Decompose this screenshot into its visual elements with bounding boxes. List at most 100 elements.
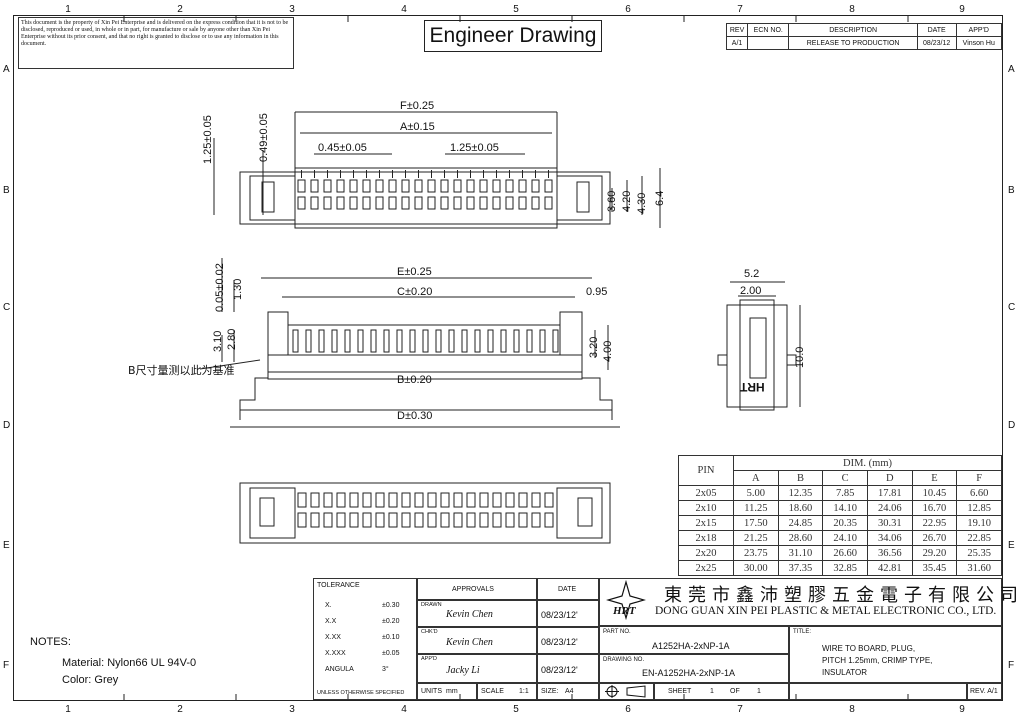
- dim-cell: 11.25: [733, 500, 779, 516]
- dimension-label: 0.49±0.05: [258, 113, 270, 162]
- pin-header: PIN: [678, 455, 734, 486]
- sheet-number: 1: [710, 688, 714, 695]
- dim-cell: 30.31: [866, 515, 913, 531]
- part-no: A1252HA-2xNP-1A: [652, 641, 730, 651]
- appd-date: 08/23/12': [541, 665, 578, 675]
- zone-label-bottom: 5: [513, 704, 519, 715]
- dimension-label: 3.60: [606, 190, 618, 212]
- drawn-signature: Kevin Chen: [446, 609, 493, 620]
- company-name-en: DONG GUAN XIN PEI PLASTIC & METAL ELECTR…: [655, 605, 997, 617]
- date-header: DATE: [558, 586, 577, 593]
- tolerance-key: X.XXX: [325, 650, 346, 657]
- tolerance-key: ANGULA: [325, 666, 354, 673]
- dim-cell: 19.10: [956, 515, 1002, 531]
- title-line: INSULATOR: [822, 668, 868, 677]
- dimension-label: 5.2: [744, 268, 760, 280]
- zone-label-bottom: 8: [849, 704, 855, 715]
- dim-cell: 6.60: [956, 485, 1002, 501]
- zone-label-right: F: [1008, 660, 1015, 671]
- dim-cell: 17.50: [733, 515, 779, 531]
- company-name-cn: 東莞市鑫沛塑膠五金電子有限公司: [664, 585, 1024, 606]
- dimension-label: 6.4: [654, 190, 666, 206]
- dimension-label: 1.30: [232, 278, 244, 300]
- zone-label-right: E: [1008, 540, 1015, 551]
- dim-cell: 20.35: [822, 515, 868, 531]
- title-line: WIRE TO BOARD, PLUG,: [822, 644, 916, 653]
- drawing-frame: [13, 15, 1003, 701]
- dim-cell: 31.60: [956, 560, 1002, 576]
- dimension-label: 2.80: [226, 328, 238, 350]
- appd-signature: Jacky Li: [446, 665, 480, 676]
- revision-cell: A/1: [725, 36, 749, 50]
- tolerance-key: X.: [325, 602, 332, 609]
- zone-label-bottom: 7: [737, 704, 743, 715]
- dimension-label: 10.0: [794, 346, 806, 368]
- dim-column-header: C: [822, 470, 868, 486]
- dim-cell: 25.35: [956, 545, 1002, 561]
- dim-header: DIM. (mm): [733, 455, 1002, 471]
- revision-cell: RELEASE TO PRODUCTION: [788, 36, 918, 50]
- drawing-title: Engineer Drawing: [424, 20, 602, 52]
- dimension-label: 0.05±0.02: [214, 263, 226, 312]
- dim-cell: 12.85: [956, 500, 1002, 516]
- chkd-date: 08/23/12': [541, 637, 578, 647]
- dimension-label: 3.10: [212, 330, 224, 352]
- dim-cell: 30.00: [733, 560, 779, 576]
- dim-cell: 34.06: [866, 530, 913, 546]
- zone-label-top: 5: [513, 4, 519, 15]
- dim-cell: 28.60: [777, 530, 824, 546]
- sheet-label: SHEET: [668, 688, 692, 695]
- pin-cell: 2x05: [678, 485, 734, 501]
- title-line: PITCH 1.25mm, CRIMP TYPE,: [822, 656, 933, 665]
- dimension-label: D±0.30: [397, 410, 433, 422]
- dim-cell: 26.60: [822, 545, 868, 561]
- zone-label-left: F: [3, 660, 10, 671]
- side-view: [717, 281, 801, 411]
- sheet-total: 1: [757, 688, 761, 695]
- notes-material: Material: Nylon66 UL 94V-0: [62, 657, 197, 669]
- drawn-label: DRAWN: [421, 602, 442, 608]
- pin-cell: 2x18: [678, 530, 734, 546]
- size-label: SIZE:: [541, 688, 559, 695]
- dim-cell: 24.06: [866, 500, 913, 516]
- zone-label-left: D: [3, 420, 11, 431]
- tolerance-value: 3°: [382, 666, 389, 673]
- zone-label-right: C: [1008, 302, 1016, 313]
- dimension-label: B±0.20: [397, 374, 432, 386]
- pin-cell: 2x15: [678, 515, 734, 531]
- rev-label: REV. A/1: [970, 688, 998, 695]
- dim-column-header: B: [777, 470, 824, 486]
- zone-label-top: 3: [289, 4, 295, 15]
- zone-label-top: 2: [177, 4, 183, 15]
- drawn-date: 08/23/12': [541, 610, 578, 620]
- dim-column-header: F: [956, 470, 1002, 486]
- zone-label-right: D: [1008, 420, 1016, 431]
- size-value: A4: [565, 688, 574, 695]
- zone-label-top: 8: [849, 4, 855, 15]
- sheet-of: OF: [730, 688, 740, 695]
- zone-label-top: 1: [65, 4, 71, 15]
- tolerance-value: ±0.20: [382, 618, 400, 625]
- dim-cell: 5.00: [733, 485, 779, 501]
- notes-color: Color: Grey: [62, 674, 119, 686]
- dimension-label: 1.25±0.05: [450, 142, 499, 154]
- dim-cell: 29.20: [911, 545, 958, 561]
- top-view: [213, 111, 661, 229]
- appd-label: APP'D: [421, 656, 438, 662]
- pin-cell: 2x25: [678, 560, 734, 576]
- dimension-label: 0.45±0.05: [318, 142, 367, 154]
- zone-label-bottom: 2: [177, 704, 183, 715]
- pin-cell: 2x20: [678, 545, 734, 561]
- drawing-no-label: DRAWING NO.: [603, 657, 645, 663]
- dimension-label: E±0.25: [397, 266, 432, 278]
- dim-cell: 14.10: [822, 500, 868, 516]
- side-mark: HRT: [740, 380, 765, 394]
- dim-column-header: A: [733, 470, 779, 486]
